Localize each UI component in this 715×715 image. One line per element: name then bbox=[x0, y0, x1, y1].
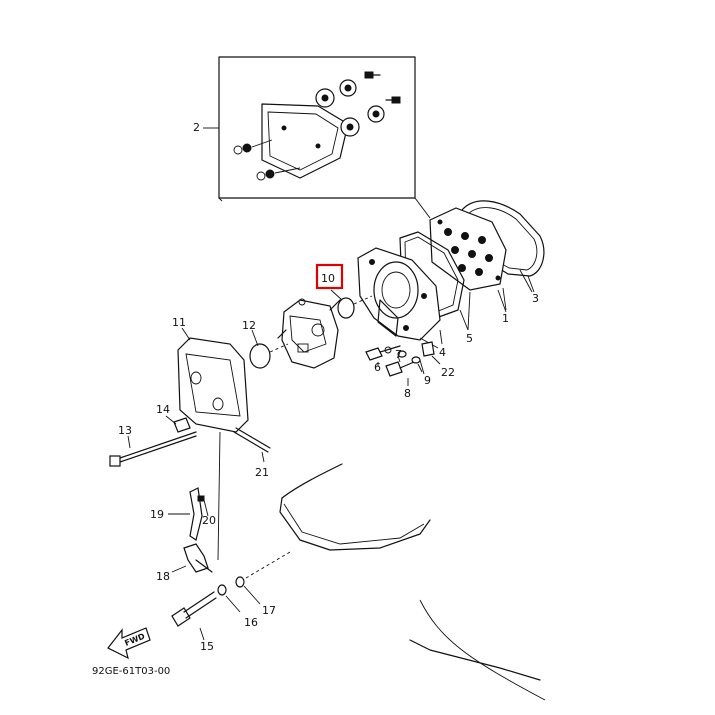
label-20: 20 bbox=[202, 514, 216, 527]
label-9: 9 bbox=[424, 374, 431, 387]
label-10: 10 bbox=[321, 272, 335, 285]
label-12: 12 bbox=[242, 319, 256, 332]
label-16: 16 bbox=[244, 616, 258, 629]
assembly-guide-line bbox=[217, 431, 221, 561]
label-3: 3 bbox=[532, 292, 539, 305]
intake-housing-4 bbox=[357, 247, 441, 349]
bolt-13 bbox=[109, 431, 197, 467]
pin-14 bbox=[165, 415, 191, 433]
carburetor bbox=[277, 298, 341, 369]
ring-12 bbox=[249, 329, 289, 369]
label-1: 1 bbox=[502, 312, 509, 325]
highlight-box-10 bbox=[315, 263, 344, 290]
label-13: 13 bbox=[118, 424, 132, 437]
label-21: 21 bbox=[255, 466, 269, 479]
label-22: 22 bbox=[441, 366, 455, 379]
gasket-3 bbox=[461, 200, 545, 293]
lower-linkage bbox=[168, 487, 291, 641]
label-8: 8 bbox=[404, 387, 411, 400]
part-labels: 3 2 1 5 4 7 6 9 22 8 10 11 12 14 13 21 1… bbox=[118, 121, 539, 653]
label-19: 19 bbox=[150, 508, 164, 521]
label-15: 15 bbox=[200, 640, 214, 653]
label-7: 7 bbox=[395, 348, 402, 361]
label-6: 6 bbox=[374, 361, 381, 374]
label-4: 4 bbox=[439, 346, 446, 359]
reed-valve-plate-1 bbox=[429, 207, 507, 313]
label-2: 2 bbox=[193, 121, 200, 134]
air-filter-case-11 bbox=[177, 327, 249, 433]
label-5: 5 bbox=[466, 332, 473, 345]
fasteners-group bbox=[365, 341, 441, 386]
label-14: 14 bbox=[156, 403, 170, 416]
o-ring-10 bbox=[330, 289, 373, 319]
part-code: 92GE-61T03-00 bbox=[92, 666, 170, 677]
reed-plate bbox=[261, 103, 349, 179]
label-11: 11 bbox=[172, 316, 186, 329]
inset-reed-valve-box bbox=[203, 56, 431, 219]
rod-21 bbox=[233, 427, 271, 463]
leader-lines bbox=[419, 275, 535, 375]
hull-outline bbox=[279, 463, 546, 701]
fwd-direction-arrow: FWD bbox=[107, 627, 151, 660]
reed-petals bbox=[315, 79, 385, 137]
label-18: 18 bbox=[156, 570, 170, 583]
label-17: 17 bbox=[262, 604, 276, 617]
